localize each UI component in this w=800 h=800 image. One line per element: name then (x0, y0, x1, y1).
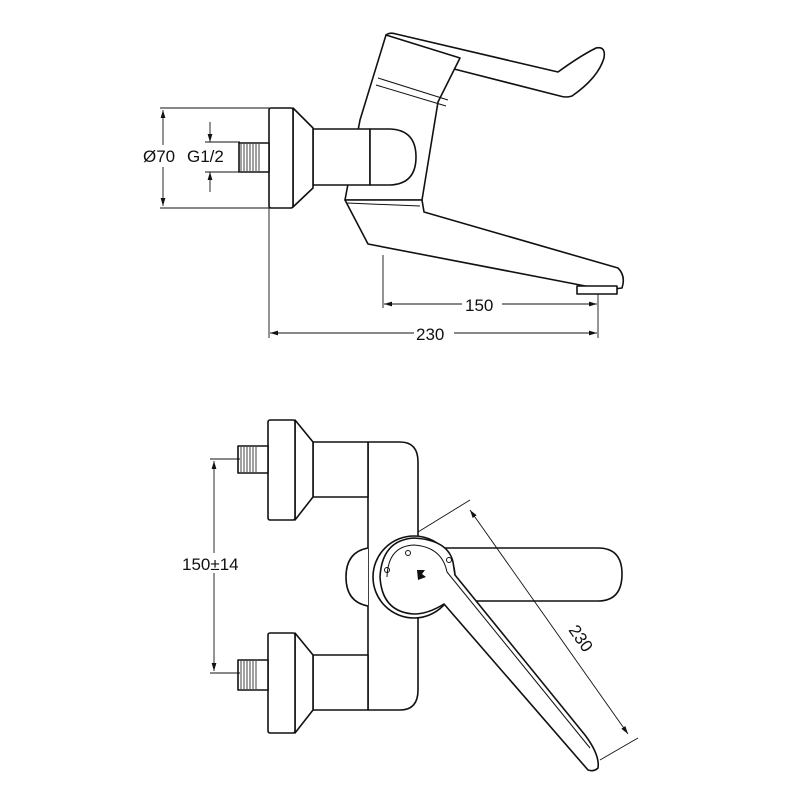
upper-thread-knurl (239, 447, 257, 472)
upper-escutcheon (267, 419, 296, 521)
reach-label: 150 (465, 296, 493, 315)
escutcheon (268, 107, 294, 209)
extension-line (599, 737, 639, 761)
hot-cold-indicator-icon (417, 570, 426, 580)
center-distance-label: 150±14 (182, 555, 239, 574)
side-view: Ø70 G1/2 150 230 (143, 32, 625, 344)
lower-pipe (312, 654, 369, 711)
thread-label: G1/2 (187, 147, 224, 166)
upper-pipe (312, 441, 369, 498)
screw-icon (405, 550, 411, 556)
escutcheon-flange (292, 107, 314, 208)
length-label: 230 (416, 325, 444, 344)
screw-icon (384, 567, 390, 573)
lever-handle (383, 32, 606, 98)
thread-knurl (240, 144, 260, 171)
lower-escutcheon (267, 632, 296, 734)
dome-cap (369, 128, 417, 186)
spout-line (346, 202, 421, 207)
lower-thread-knurl (239, 661, 257, 689)
top-view: 150±14 230 (180, 419, 639, 772)
connection-pipe (312, 128, 371, 186)
spout (344, 199, 625, 291)
body-ring (375, 77, 449, 107)
upper-flange (294, 419, 314, 521)
aerator (576, 285, 618, 295)
lever-length-dimension (469, 509, 629, 735)
body-bump (345, 547, 369, 607)
screw-icon (446, 557, 452, 563)
lever-groove (386, 544, 591, 749)
diameter-label: Ø70 (143, 147, 175, 166)
lower-flange (294, 632, 314, 734)
extension-line (417, 499, 471, 533)
